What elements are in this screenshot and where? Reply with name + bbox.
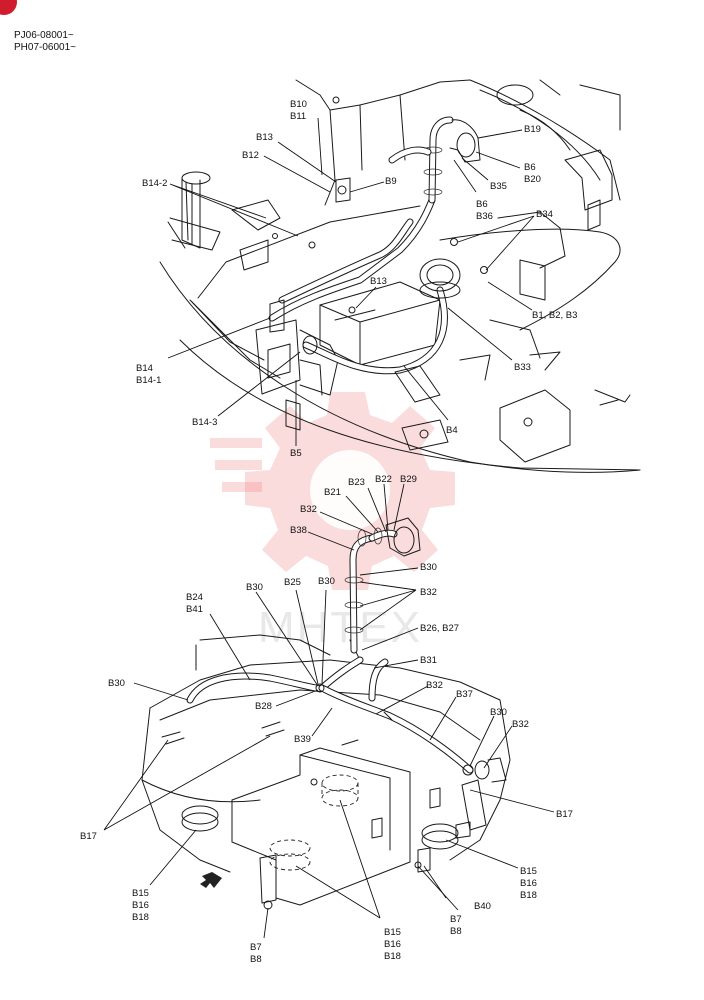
callout-b7-right: B7 — [450, 914, 462, 925]
callout-b30-left-top: B30 — [246, 582, 263, 593]
callout-b18-bottom: B18 — [384, 951, 401, 962]
callout-b17-left: B17 — [80, 831, 97, 842]
callout-b13-upper: B13 — [256, 132, 273, 143]
callout-b33: B33 — [514, 362, 531, 373]
callout-b12: B12 — [242, 150, 259, 161]
callout-b16-bottom: B16 — [384, 939, 401, 950]
callout-b32-top: B32 — [300, 504, 317, 515]
callout-b8-right: B8 — [450, 926, 462, 937]
callout-b22: B22 — [375, 474, 392, 485]
callout-b19: B19 — [524, 124, 541, 135]
upper-leader-lines — [167, 117, 535, 446]
callout-b14: B14 — [136, 363, 153, 374]
callout-b17-right: B17 — [556, 809, 573, 820]
callout-b41: B41 — [186, 604, 203, 615]
callout-b15-bottom: B15 — [384, 927, 401, 938]
front-arrow-icon — [200, 872, 222, 888]
callout-b7-left: B7 — [250, 942, 262, 953]
callout-b36: B36 — [476, 211, 493, 222]
callout-b15-right: B15 — [520, 866, 537, 877]
callout-b14-1: B14-1 — [136, 375, 161, 386]
callout-b25: B25 — [284, 577, 301, 588]
callout-b24: B24 — [186, 592, 203, 603]
callout-b6-b: B6 — [476, 199, 488, 210]
callout-b8-left: B8 — [250, 954, 262, 965]
callout-b40: B40 — [474, 901, 491, 912]
callout-b5: B5 — [290, 448, 302, 459]
callout-b30-right: B30 — [490, 707, 507, 718]
callout-b18-right: B18 — [520, 890, 537, 901]
callout-b35: B35 — [490, 181, 507, 192]
callout-b14-3: B14-3 — [192, 417, 217, 428]
callout-b18-left: B18 — [132, 912, 149, 923]
callout-b4: B4 — [446, 425, 458, 436]
callout-b16-left: B16 — [132, 900, 149, 911]
watermark-gear-icon — [210, 392, 455, 590]
callout-b32-mid: B32 — [426, 680, 443, 691]
callout-b26-b27: B26, B27 — [420, 623, 459, 634]
model-range-line2: PH07-06001~ — [14, 42, 76, 53]
callout-b1-b2-b3: B1, B2, B3 — [532, 310, 577, 321]
callout-b37: B37 — [456, 689, 473, 700]
callout-b10: B10 — [290, 99, 307, 110]
callout-b39: B39 — [294, 734, 311, 745]
callout-b30-left: B30 — [108, 678, 125, 689]
callout-b31: B31 — [420, 655, 437, 666]
callout-b32-clamps: B32 — [420, 587, 437, 598]
callout-b23: B23 — [348, 477, 365, 488]
callout-b16-right: B16 — [520, 878, 537, 889]
lower-leader-lines — [103, 483, 555, 939]
model-range-line1: PJ06-08001~ — [14, 30, 74, 41]
callout-b38: B38 — [290, 525, 307, 536]
upper-frame-drawing — [159, 79, 641, 473]
lower-callout-labels: B23 B22 B29 B21 B32 B38 B30 B24 B41 B30 … — [80, 474, 573, 965]
callout-b6-a: B6 — [524, 162, 536, 173]
callout-b11: B11 — [290, 111, 306, 122]
callout-b30-right-top: B30 — [420, 562, 437, 573]
callout-b15-left: B15 — [132, 888, 149, 899]
callout-b32-right: B32 — [512, 719, 529, 730]
watermark-text: MHTEX — [258, 603, 422, 652]
callout-b20: B20 — [524, 174, 541, 185]
callout-b30-mid-top: B30 — [318, 576, 335, 587]
lower-tank-drawing — [141, 517, 511, 910]
callout-b21: B21 — [324, 487, 341, 498]
upper-callout-labels: B10 B11 B13 B12 B14-2 B9 B19 B6 B20 B35 … — [136, 99, 577, 459]
callout-b14-2: B14-2 — [142, 178, 167, 189]
callout-b34: B34 — [536, 209, 553, 220]
callout-b28: B28 — [255, 701, 272, 712]
callout-b9: B9 — [385, 176, 397, 187]
callout-b29: B29 — [400, 474, 417, 485]
corner-badge — [0, 0, 17, 15]
callout-b13-lower: B13 — [370, 276, 387, 287]
